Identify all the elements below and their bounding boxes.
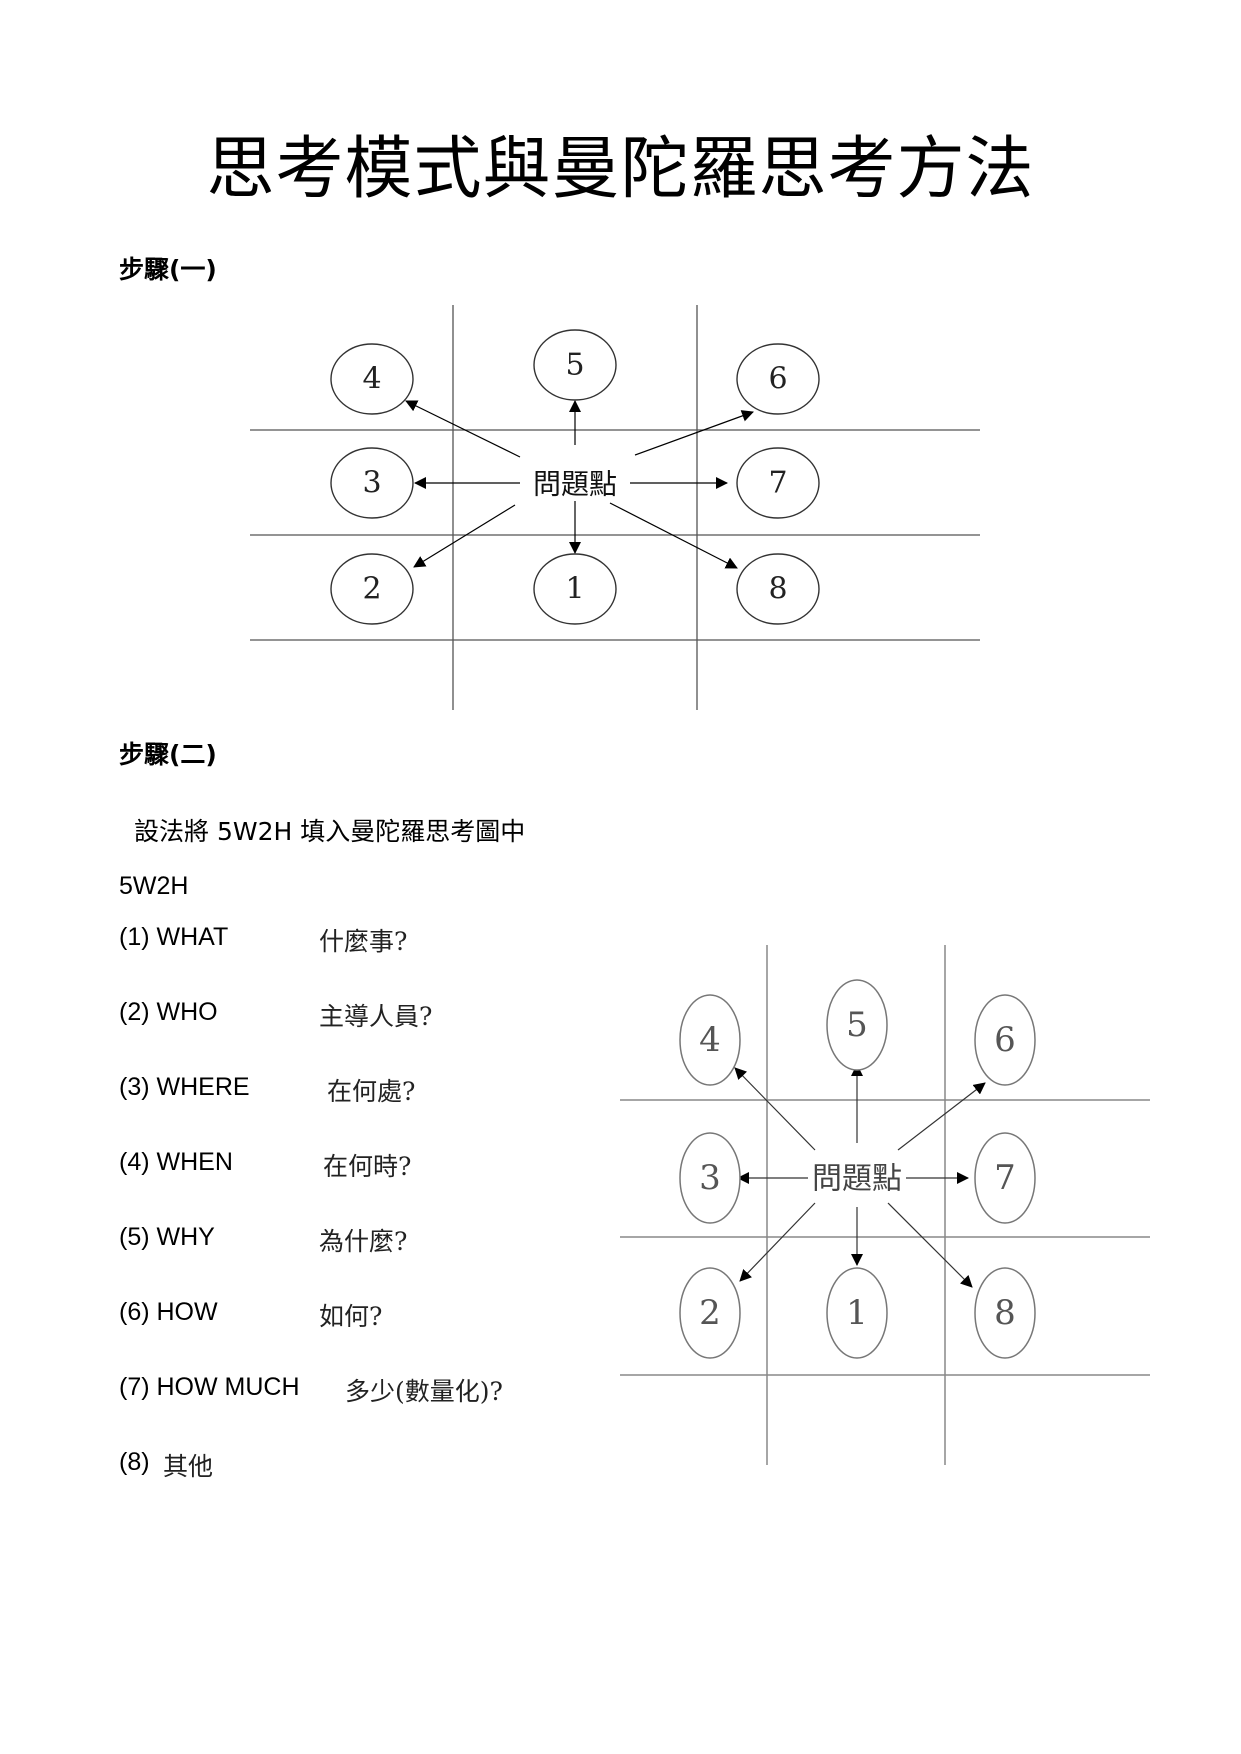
- circle-7-label: 7: [768, 466, 787, 501]
- grid-lines: [620, 945, 1150, 1465]
- circle-8-label: 8: [994, 1293, 1016, 1333]
- circle-1-label: 1: [565, 572, 584, 607]
- arrows: [734, 1064, 986, 1288]
- circle-5-label: 5: [846, 1005, 868, 1045]
- item-text: 在何處?: [327, 1077, 416, 1106]
- grid-lines: [250, 305, 980, 710]
- circle-7-label: 7: [994, 1158, 1016, 1198]
- center-label: 問題點: [533, 468, 617, 501]
- circle-2-label: 2: [699, 1293, 721, 1333]
- circle-4: [330, 343, 414, 415]
- list-item: (6) HOW 如何?: [119, 1297, 382, 1331]
- circle-3: [330, 447, 414, 519]
- step1-heading: 步驟(一): [119, 255, 217, 284]
- center-label-bg: [520, 467, 630, 501]
- item-label: (7) HOW MUCH: [119, 1373, 300, 1401]
- circle-4-label: 4: [699, 1020, 721, 1060]
- circle-4: [679, 994, 741, 1086]
- circle-4-label: 4: [362, 362, 381, 397]
- list-title: 5W2H: [119, 872, 189, 900]
- circle-5: [533, 329, 617, 401]
- list-item: (3) WHERE 在何處?: [119, 1072, 415, 1106]
- list-item: (5) WHY 為什麼?: [119, 1222, 407, 1256]
- circle-1: [826, 1267, 888, 1359]
- circle-7: [974, 1132, 1036, 1224]
- item-label: (1) WHAT: [119, 923, 229, 951]
- item-text: 在何時?: [323, 1152, 412, 1181]
- step2-intro: 設法將 5W2H 填入曼陀羅思考圖中: [134, 817, 526, 846]
- page-title: 思考模式與曼陀羅思考方法: [206, 130, 1035, 209]
- mandala-diagram-step2: 4 5 6 3 7 2 1 8 問題點: [620, 945, 1150, 1465]
- list-item: (4) WHEN 在何時?: [119, 1147, 411, 1181]
- item-text: 其他: [163, 1452, 214, 1481]
- center-label-bg: [808, 1160, 906, 1198]
- circle-5: [826, 979, 888, 1071]
- item-text: 多少(數量化)?: [345, 1377, 503, 1406]
- circle-5-label: 5: [565, 348, 584, 383]
- list-item: (2) WHO 主導人員?: [119, 997, 432, 1031]
- circle-8-label: 8: [768, 572, 787, 607]
- item-text: 什麼事?: [319, 927, 408, 956]
- circle-3-label: 3: [362, 466, 381, 501]
- list-item: (7) HOW MUCH 多少(數量化)?: [119, 1372, 503, 1406]
- item-label: (5) WHY: [119, 1223, 215, 1251]
- mandala-diagram-step1: 4 5 6 3 7 2 1 8 問題點: [250, 305, 980, 710]
- circle-1: [533, 553, 617, 625]
- circle-3: [679, 1132, 741, 1224]
- item-label: (4) WHEN: [119, 1148, 233, 1176]
- list-item: (1) WHAT 什麼事?: [119, 922, 407, 956]
- circle-6-label: 6: [994, 1020, 1016, 1060]
- item-label: (3) WHERE: [119, 1073, 250, 1101]
- step2-heading: 步驟(二): [119, 740, 217, 769]
- item-text: 如何?: [319, 1302, 383, 1331]
- circle-2-label: 2: [362, 572, 381, 607]
- circle-8: [736, 553, 820, 625]
- circle-3-label: 3: [699, 1158, 721, 1198]
- circle-2: [679, 1267, 741, 1359]
- item-label: (8): [119, 1448, 150, 1476]
- list-item: (8) 其他: [119, 1447, 319, 1481]
- arrows: [405, 400, 754, 569]
- circle-7: [736, 447, 820, 519]
- circle-6-label: 6: [768, 362, 787, 397]
- circle-6: [974, 994, 1036, 1086]
- item-label: (2) WHO: [119, 998, 218, 1026]
- item-text: 主導人員?: [319, 1002, 433, 1031]
- circle-1-label: 1: [846, 1293, 868, 1333]
- item-label: (6) HOW: [119, 1298, 218, 1326]
- circle-2: [330, 553, 414, 625]
- circle-8: [974, 1267, 1036, 1359]
- center-label: 問題點: [812, 1162, 902, 1197]
- item-text: 為什麼?: [319, 1227, 408, 1256]
- circle-6: [736, 343, 820, 415]
